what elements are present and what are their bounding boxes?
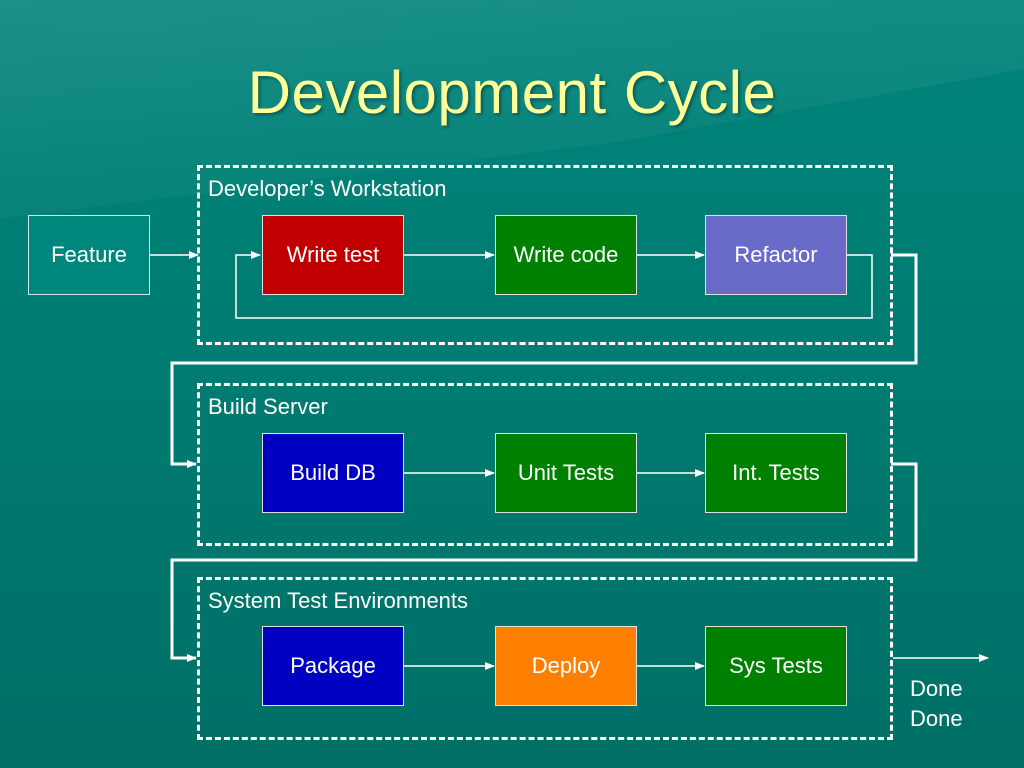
- region-label-workstation: Developer’s Workstation: [208, 176, 447, 201]
- node-deploy: Deploy: [495, 626, 637, 706]
- done-line-1: Done: [910, 676, 963, 701]
- region-system-test: [197, 577, 893, 740]
- arrow-workstation-to-build-server: [170, 253, 918, 468]
- node-write-test: Write test: [262, 215, 404, 295]
- node-write-code: Write code: [495, 215, 637, 295]
- node-package: Package: [262, 626, 404, 706]
- node-unit-tests: Unit Tests: [495, 433, 637, 513]
- node-int-tests: Int. Tests: [705, 433, 847, 513]
- node-sys-tests: Sys Tests: [705, 626, 847, 706]
- node-build-db: Build DB: [262, 433, 404, 513]
- node-feature: Feature: [28, 215, 150, 295]
- done-line-2: Done: [910, 706, 963, 731]
- arrow-build-server-to-system-test: [170, 462, 918, 662]
- region-label-system-test: System Test Environments: [208, 588, 469, 613]
- page-title: Development Cycle: [247, 59, 777, 126]
- arrow-refactor-loop: [235, 251, 873, 319]
- done-label: Done Done: [910, 674, 963, 734]
- node-refactor: Refactor: [705, 215, 847, 295]
- region-label-build-server: Build Server: [208, 394, 328, 419]
